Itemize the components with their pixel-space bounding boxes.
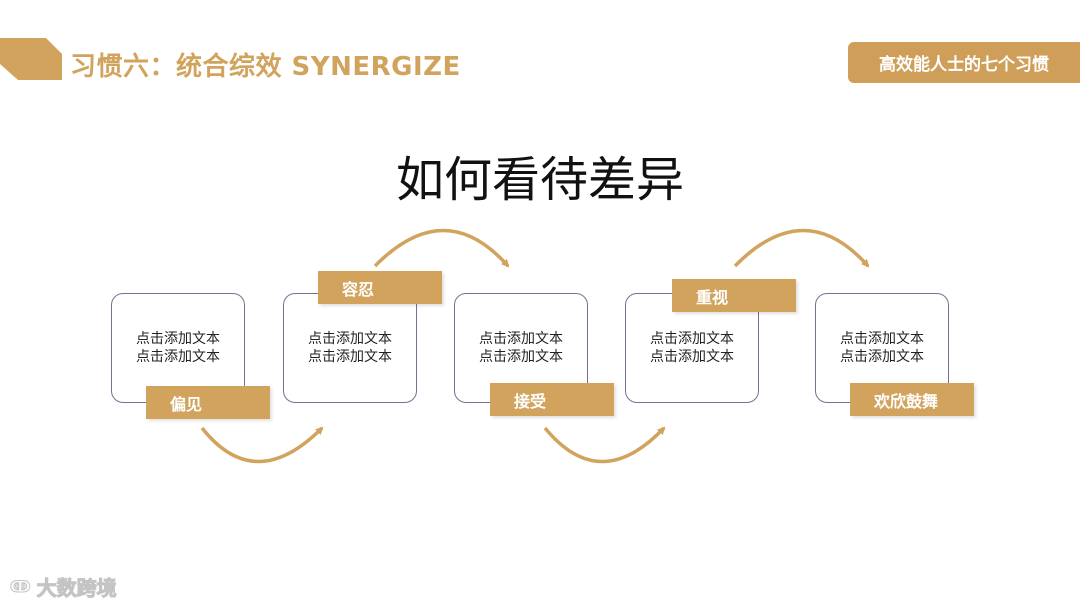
arrow-3 — [543, 426, 666, 464]
tag-value: 重视 — [672, 279, 796, 312]
header-corner-tab — [0, 38, 62, 80]
tag-accept: 接受 — [490, 383, 614, 416]
card-text-line: 点击添加文本 — [650, 331, 734, 347]
series-badge: 高效能人士的七个习惯 — [848, 42, 1080, 83]
card-text-line: 点击添加文本 — [479, 349, 563, 365]
arrow-4 — [733, 228, 870, 268]
watermark: ↂ 大数跨境 — [10, 572, 118, 601]
card-text-line: 点击添加文本 — [136, 331, 220, 347]
card-text-line: 点击添加文本 — [136, 349, 220, 365]
card-text-line: 点击添加文本 — [308, 349, 392, 365]
page-title: 如何看待差异 — [395, 152, 684, 208]
tag-celebrate: 欢欣鼓舞 — [850, 383, 974, 416]
arrow-1 — [200, 426, 324, 464]
tag-bias: 偏见 — [146, 386, 270, 419]
card-text-line: 点击添加文本 — [308, 331, 392, 347]
card-text-line: 点击添加文本 — [840, 349, 924, 365]
card-text-line: 点击添加文本 — [650, 349, 734, 365]
text-card-1[interactable]: 点击添加文本 点击添加文本 — [111, 293, 245, 403]
arrow-2 — [373, 228, 510, 268]
card-text-line: 点击添加文本 — [479, 331, 563, 347]
section-title: 习惯六：统合综效 SYNERGIZE — [70, 52, 461, 82]
text-card-2[interactable]: 点击添加文本 点击添加文本 — [283, 293, 417, 403]
tag-tolerate: 容忍 — [318, 271, 442, 304]
watermark-logo-icon: ↂ — [10, 577, 32, 597]
card-text-line: 点击添加文本 — [840, 331, 924, 347]
watermark-text: 大数跨境 — [36, 576, 117, 601]
